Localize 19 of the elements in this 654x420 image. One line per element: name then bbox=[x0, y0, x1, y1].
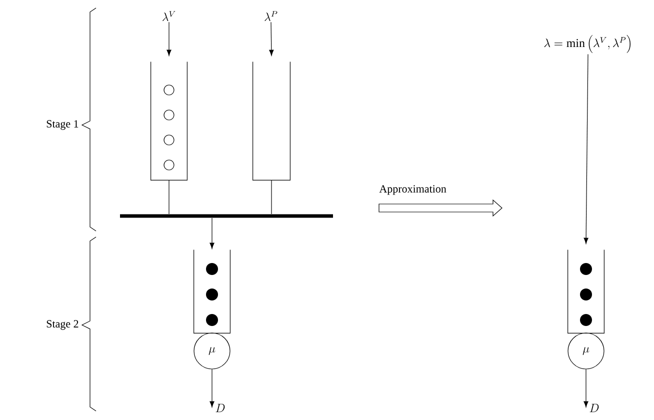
formula-label: $\lambda = \min\left(\lambda^{V}, \lambda^{P}\right)$ bbox=[544, 35, 630, 53]
arrow bbox=[584, 54, 588, 244]
stage-label: Stage 1 bbox=[46, 120, 78, 130]
arrow bbox=[584, 369, 588, 408]
stage-label: Stage 2 bbox=[46, 320, 78, 330]
queue-buffer bbox=[252, 62, 290, 180]
arrow bbox=[166, 22, 172, 56]
formula-label: $\lambda^{V}$ bbox=[162, 11, 176, 22]
merge-bar bbox=[120, 214, 333, 218]
edge-label: $D$ bbox=[590, 404, 599, 412]
edge-label: $D$ bbox=[216, 404, 225, 412]
transition-label: Approximation bbox=[379, 185, 446, 195]
arrow bbox=[210, 218, 214, 249]
formula-label: $\lambda^{P}$ bbox=[264, 11, 278, 22]
queue-buffer bbox=[194, 249, 230, 334]
arrow bbox=[269, 22, 274, 56]
queue-buffer bbox=[568, 249, 604, 334]
queue-buffer bbox=[150, 62, 188, 180]
arrow bbox=[210, 369, 214, 408]
